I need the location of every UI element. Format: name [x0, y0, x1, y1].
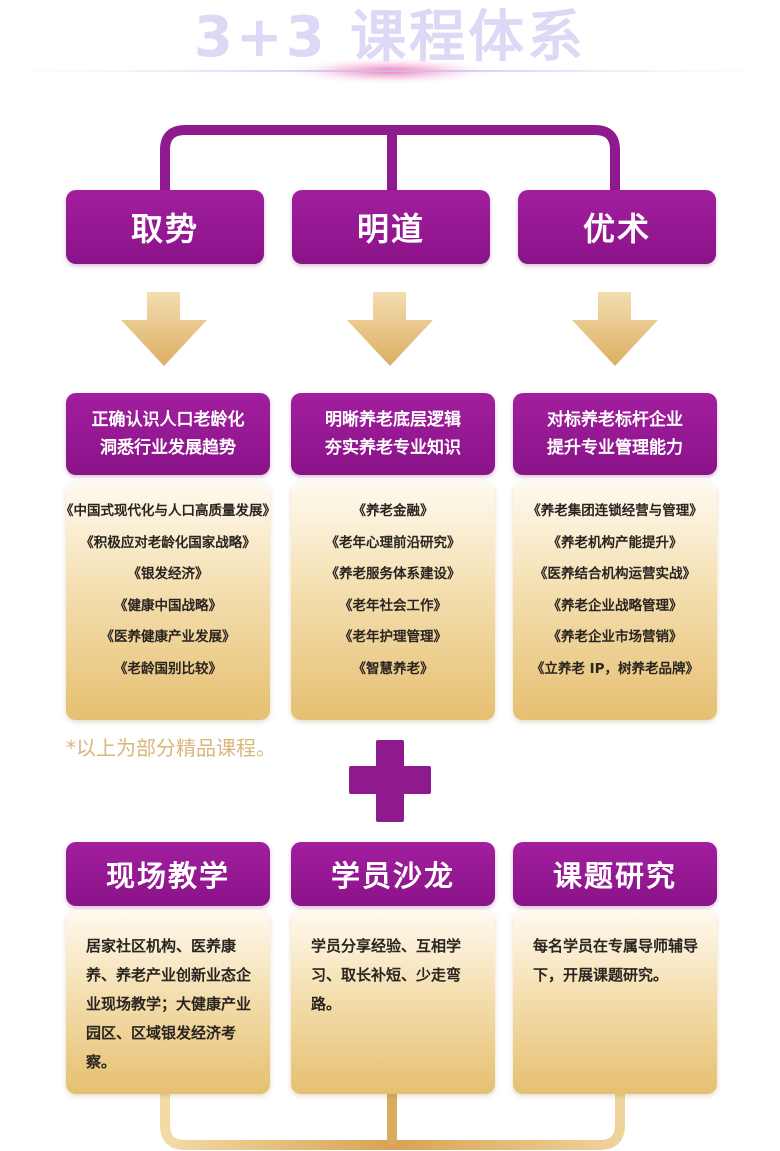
footnote: *以上为部分精品课程。 — [66, 736, 276, 760]
course-list-2: 《养老金融》 《老年心理前沿研究》 《养老服务体系建设》 《老年社会工作》 《老… — [291, 482, 495, 720]
course-item: 《智慧养老》 — [352, 660, 434, 677]
course-item: 《老年社会工作》 — [339, 597, 447, 614]
pillar-goal-line: 洞悉行业发展趋势 — [100, 438, 236, 458]
pillar-header-1: 取势 — [66, 190, 264, 264]
plus-icon — [349, 766, 431, 794]
pillar-goal-line: 夯实养老专业知识 — [325, 438, 461, 458]
course-list-1: 《中国式现代化与人口高质量发展》 《积极应对老龄化国家战略》 《银发经济》 《健… — [60, 482, 276, 720]
activity-description-2: 学员分享经验、互相学习、取长补短、少走弯路。 — [291, 910, 495, 1094]
pillar-header-3: 优术 — [518, 190, 716, 264]
activity-header-3: 课题研究 — [513, 842, 717, 906]
title-glow-divider — [0, 57, 780, 85]
course-item: 《医养结合机构运营实战》 — [534, 566, 696, 582]
arrow-down-icon — [572, 292, 658, 366]
course-item: 《医养健康产业发展》 — [100, 629, 236, 645]
course-item: 《中国式现代化与人口高质量发展》 — [60, 503, 276, 519]
course-item: 《立养老 IP，树养老品牌》 — [530, 660, 700, 677]
activity-header-1: 现场教学 — [66, 842, 270, 906]
course-item: 《健康中国战略》 — [114, 597, 222, 614]
course-list-3: 《养老集团连锁经营与管理》 《养老机构产能提升》 《医养结合机构运营实战》 《养… — [513, 482, 717, 720]
course-item: 《养老集团连锁经营与管理》 — [527, 503, 703, 519]
activity-description-1: 居家社区机构、医养康养、养老产业创新业态企业现场教学；大健康产业园区、区域银发经… — [66, 910, 270, 1094]
course-item: 《养老金融》 — [352, 503, 434, 519]
course-item: 《养老企业市场营销》 — [547, 629, 683, 645]
activity-description-3: 每名学员在专属导师辅导下，开展课题研究。 — [513, 910, 717, 1094]
pillar-goal-line: 对标养老标杆企业 — [547, 410, 683, 430]
pillar-goal-2: 明晰养老底层逻辑 夯实养老专业知识 — [291, 393, 495, 475]
course-item: 《积极应对老龄化国家战略》 — [80, 534, 256, 551]
course-item: 《养老服务体系建设》 — [325, 566, 461, 582]
course-item: 《银发经济》 — [127, 566, 209, 582]
arrow-down-icon — [347, 292, 433, 366]
course-item: 《养老企业战略管理》 — [547, 597, 683, 614]
pillar-goal-line: 明晰养老底层逻辑 — [325, 410, 461, 430]
pillar-goal-line: 提升专业管理能力 — [547, 438, 683, 458]
pillar-goal-3: 对标养老标杆企业 提升专业管理能力 — [513, 393, 717, 475]
activity-header-2: 学员沙龙 — [291, 842, 495, 906]
course-item: 《养老机构产能提升》 — [547, 534, 683, 551]
pillar-goal-1: 正确认识人口老龄化 洞悉行业发展趋势 — [66, 393, 270, 475]
course-item: 《老龄国别比较》 — [114, 660, 222, 677]
course-item: 《老年护理管理》 — [339, 629, 447, 645]
pillar-header-2: 明道 — [292, 190, 490, 264]
arrow-down-icon — [121, 292, 207, 366]
pillar-goal-line: 正确认识人口老龄化 — [91, 410, 245, 430]
course-item: 《老年心理前沿研究》 — [325, 534, 461, 551]
